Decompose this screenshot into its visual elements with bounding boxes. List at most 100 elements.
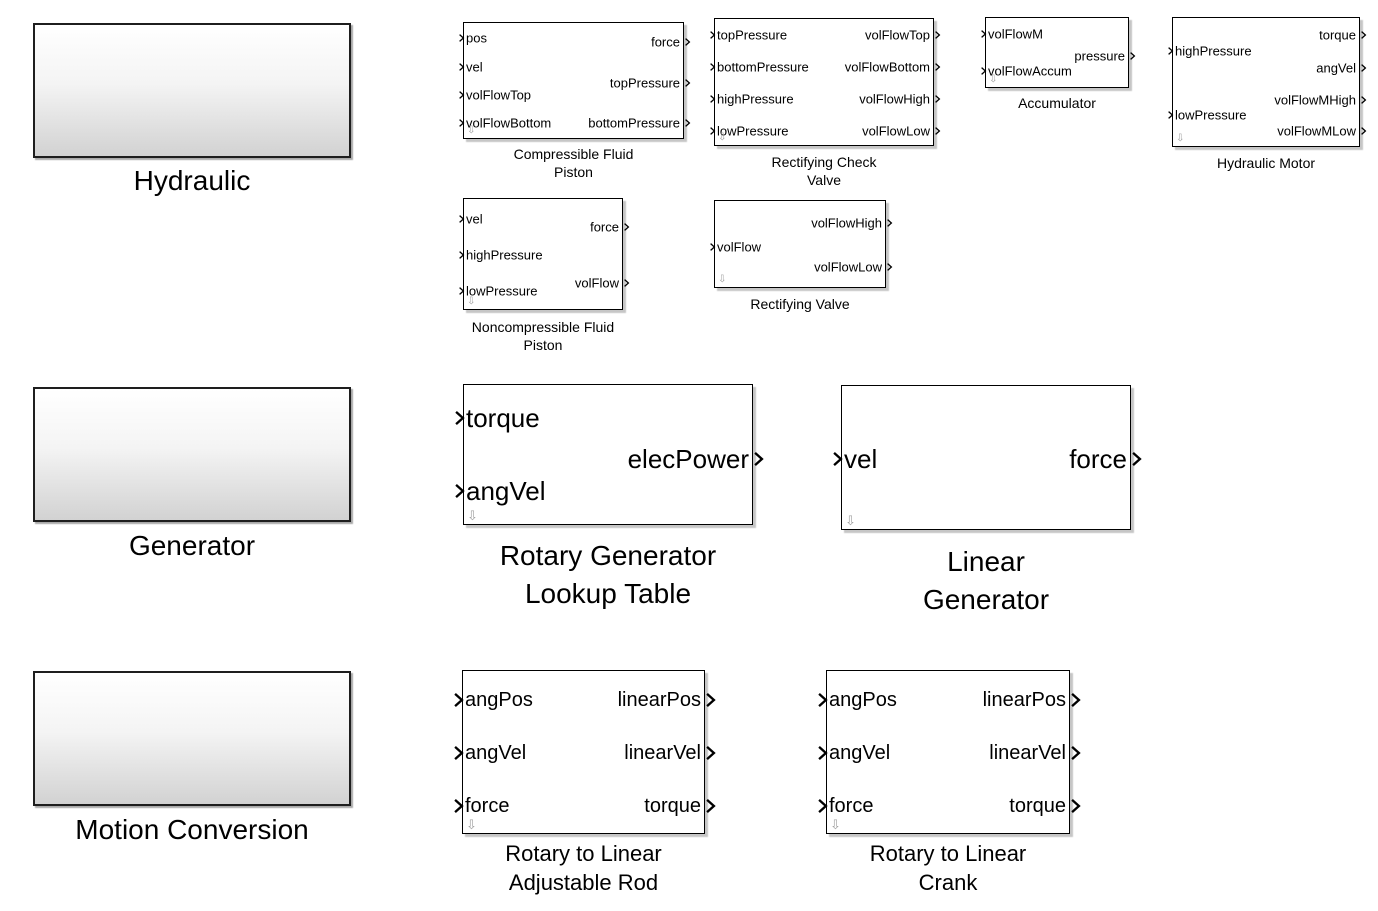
block-name-line: Rotary to Linear xyxy=(869,841,1027,866)
input-port-arrow-angVel[interactable] xyxy=(818,745,828,761)
output-port-arrow-linearPos[interactable] xyxy=(706,692,716,708)
input-port-arrow-vel[interactable] xyxy=(459,215,465,223)
input-port-label: angPos xyxy=(465,689,533,711)
output-port-arrow-volFlowLow[interactable] xyxy=(935,127,941,135)
input-port-arrow-volFlowAccum[interactable] xyxy=(981,67,987,75)
output-port-label: linearVel xyxy=(624,742,701,764)
input-port-arrow-pos[interactable] xyxy=(459,34,465,42)
input-port-arrow-force[interactable] xyxy=(454,798,464,814)
output-port-arrow-volFlowHigh[interactable] xyxy=(935,95,941,103)
output-port-label: volFlowTop xyxy=(864,27,930,43)
output-port-arrow-linearVel[interactable] xyxy=(1071,745,1081,761)
input-port-arrow-highPressure[interactable] xyxy=(459,251,465,259)
block-label-accumulator: Accumulator xyxy=(985,95,1129,113)
input-port-arrow-volFlow[interactable] xyxy=(710,243,716,251)
output-port-arrow-angVel[interactable] xyxy=(1361,64,1367,72)
input-port-arrow-force[interactable] xyxy=(818,798,828,814)
input-port-arrow-highPressure[interactable] xyxy=(1168,47,1174,55)
output-port-arrow-torque[interactable] xyxy=(1361,31,1367,39)
output-port-label: force xyxy=(590,219,619,235)
output-port-arrow-pressure[interactable] xyxy=(1130,52,1136,60)
output-port-label: volFlow xyxy=(574,275,619,291)
output-port-arrow-force[interactable] xyxy=(1132,451,1142,467)
output-port-arrow-linearVel[interactable] xyxy=(706,745,716,761)
block-name-line: Rotary to Linear xyxy=(505,841,662,866)
input-port-arrow-lowPressure[interactable] xyxy=(710,127,716,135)
output-port-label: force xyxy=(1069,444,1127,474)
output-port-arrow-volFlow[interactable] xyxy=(624,279,630,287)
input-port-label: angVel xyxy=(829,742,891,764)
block-name-line: Generator xyxy=(922,583,1050,615)
output-port-label: torque xyxy=(1009,795,1066,817)
input-port-arrow-torque[interactable] xyxy=(455,410,465,426)
output-port-arrow-bottomPressure[interactable] xyxy=(685,119,691,127)
input-port-arrow-volFlowBottom[interactable] xyxy=(459,119,465,127)
input-port-arrow-volFlowTop[interactable] xyxy=(459,91,465,99)
block-name-line: Noncompressible Fluid xyxy=(471,319,615,335)
connection-port-icon: ⇩ xyxy=(830,817,841,832)
block-name-line: Rotary Generator xyxy=(499,540,717,571)
output-port-arrow-volFlowTop[interactable] xyxy=(935,31,941,39)
input-port-arrow-volFlowM[interactable] xyxy=(981,30,987,38)
input-port-label: highPressure xyxy=(717,91,794,107)
block-label-rectifying-valve: Rectifying Valve xyxy=(714,296,886,314)
output-port-label: bottomPressure xyxy=(588,115,680,131)
input-port-arrow-lowPressure[interactable] xyxy=(1168,111,1174,119)
input-port-arrow-highPressure[interactable] xyxy=(710,95,716,103)
input-port-label: bottomPressure xyxy=(717,59,809,75)
output-port-arrow-volFlowMLow[interactable] xyxy=(1361,127,1367,135)
output-port-arrow-volFlowHigh[interactable] xyxy=(887,219,893,227)
output-port-label: angVel xyxy=(1316,60,1356,76)
category-panel-motion-conversion[interactable] xyxy=(33,671,351,806)
input-port-arrow-angVel[interactable] xyxy=(454,745,464,761)
input-port-label: force xyxy=(465,795,510,817)
input-port-arrow-lowPressure[interactable] xyxy=(459,287,465,295)
output-port-arrow-force[interactable] xyxy=(624,223,630,231)
input-port-arrow-topPressure[interactable] xyxy=(710,31,716,39)
output-port-arrow-torque[interactable] xyxy=(706,798,716,814)
block-name-line: Piston xyxy=(523,336,563,353)
output-port-label: volFlowMHigh xyxy=(1274,92,1356,108)
input-port-label: volFlow xyxy=(717,239,762,255)
input-port-label: highPressure xyxy=(1175,43,1252,59)
category-panel-hydraulic[interactable] xyxy=(33,23,351,158)
category-panel-generator[interactable] xyxy=(33,387,351,522)
input-port-arrow-angPos[interactable] xyxy=(454,692,464,708)
input-port-arrow-angPos[interactable] xyxy=(818,692,828,708)
input-port-arrow-bottomPressure[interactable] xyxy=(710,63,716,71)
block-name-line: Piston xyxy=(554,163,593,180)
output-port-arrow-force[interactable] xyxy=(685,38,691,46)
category-label-hydraulic: Hydraulic xyxy=(133,165,251,196)
input-port-label: vel xyxy=(466,59,483,75)
output-port-label: force xyxy=(651,34,680,50)
output-port-label: volFlowMLow xyxy=(1277,123,1356,139)
input-port-label: vel xyxy=(844,444,878,474)
block-name-line: Lookup Table xyxy=(524,577,692,609)
output-port-arrow-volFlowBottom[interactable] xyxy=(935,63,941,71)
input-port-arrow-vel[interactable] xyxy=(459,63,465,71)
input-port-arrow-vel[interactable] xyxy=(833,451,843,467)
block-name-line: Rectifying Valve xyxy=(750,296,850,312)
connection-port-icon: ⇩ xyxy=(467,296,476,307)
output-port-arrow-torque[interactable] xyxy=(1071,798,1081,814)
input-port-arrow-angVel[interactable] xyxy=(455,483,465,499)
output-port-arrow-volFlowLow[interactable] xyxy=(887,263,893,271)
output-port-arrow-volFlowMHigh[interactable] xyxy=(1361,96,1367,104)
output-port-arrow-topPressure[interactable] xyxy=(685,79,691,87)
output-port-arrow-elecPower[interactable] xyxy=(754,451,764,467)
output-port-arrow-linearPos[interactable] xyxy=(1071,692,1081,708)
